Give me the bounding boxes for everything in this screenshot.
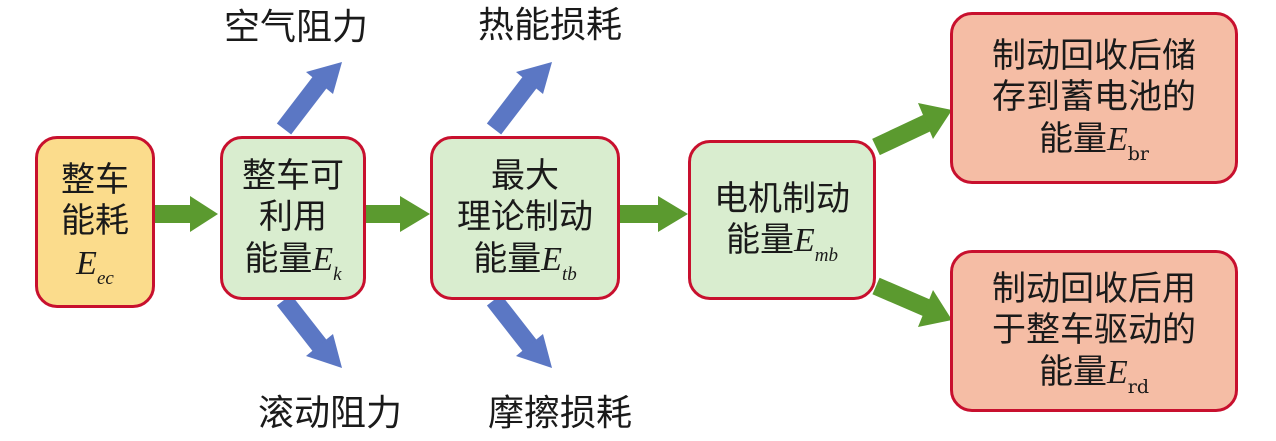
air-resistance-label: 空气阻力 xyxy=(224,7,369,48)
arrow-total-to-usable xyxy=(155,196,218,232)
usable-energy-line3: 能量Ek xyxy=(244,238,342,286)
total-energy-box: 整车 能耗 Eec xyxy=(35,136,155,308)
arrow-motor-to-battery xyxy=(872,103,952,156)
friction-loss-label: 摩擦损耗 xyxy=(488,393,633,434)
usable-energy-box: 整车可 利用 能量Ek xyxy=(220,136,366,300)
usable-energy-line1: 整车可 xyxy=(242,155,344,196)
drive-reuse-line1: 制动回收后用 xyxy=(992,268,1196,309)
drive-reuse-line3: 能量Erd xyxy=(1038,351,1150,399)
max-braking-line3: 能量Etb xyxy=(473,238,577,286)
usable-energy-line2: 利用 xyxy=(259,197,327,238)
drive-reuse-energy-box: 制动回收后用 于整车驱动的 能量Erd xyxy=(950,250,1238,412)
battery-stored-line2: 存到蓄电池的 xyxy=(992,77,1196,118)
max-braking-energy-box: 最大 理论制动 能量Etb xyxy=(430,136,620,300)
rolling-resistance-label: 滚动阻力 xyxy=(258,393,403,434)
total-energy-line1: 整车 xyxy=(61,159,129,200)
total-energy-symbol: Eec xyxy=(76,244,114,290)
max-braking-line1: 最大 xyxy=(491,155,559,196)
motor-braking-line2: 能量Emb xyxy=(725,220,839,267)
arrow-heat-loss xyxy=(486,62,552,135)
arrow-air-resistance xyxy=(276,62,342,135)
heat-loss-label: 热能损耗 xyxy=(478,5,623,46)
arrow-friction-loss xyxy=(486,294,552,368)
arrow-rolling-resistance xyxy=(276,294,342,368)
arrow-motor-to-drive xyxy=(872,277,952,327)
battery-stored-line1: 制动回收后储 xyxy=(992,35,1196,76)
battery-stored-line3: 能量Ebr xyxy=(1038,118,1150,166)
max-braking-line2: 理论制动 xyxy=(457,197,593,238)
battery-stored-energy-box: 制动回收后储 存到蓄电池的 能量Ebr xyxy=(950,12,1238,184)
motor-braking-energy-box: 电机制动 能量Emb xyxy=(688,140,876,300)
drive-reuse-line2: 于整车驱动的 xyxy=(992,310,1196,351)
motor-braking-line1: 电机制动 xyxy=(714,178,850,219)
total-energy-line2: 能耗 xyxy=(61,201,129,242)
arrow-usable-to-max xyxy=(366,196,430,232)
arrow-max-to-motor xyxy=(620,196,688,232)
